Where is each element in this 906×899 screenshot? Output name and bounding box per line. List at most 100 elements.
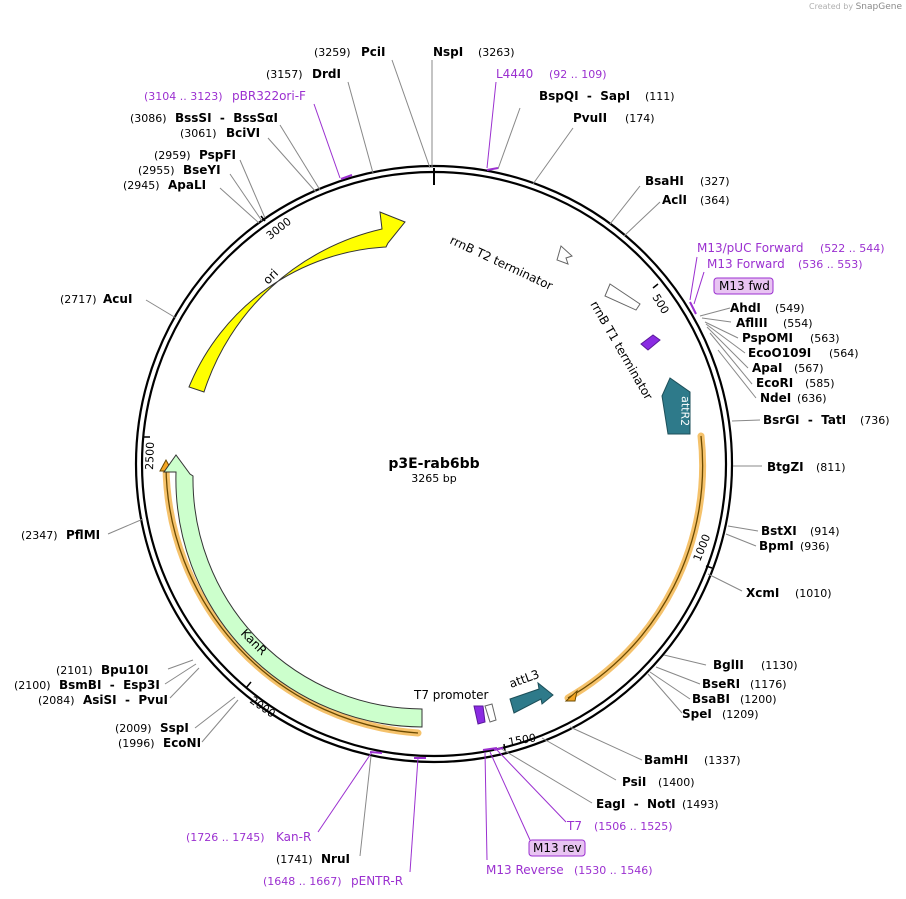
- enzyme-name-bcivi[interactable]: BciVI: [226, 126, 260, 140]
- enzyme-name-ahdi[interactable]: AhdI: [730, 301, 761, 315]
- enzyme-name-pcii[interactable]: PciI: [361, 45, 386, 59]
- enzyme-name-bamhi[interactable]: BamHI: [644, 753, 688, 767]
- tick-2000-mark: [245, 681, 252, 689]
- enzyme-name-bpu10i[interactable]: Bpu10I: [101, 663, 148, 677]
- enzyme-name-nrui[interactable]: NruI: [321, 852, 350, 866]
- enzyme-pos-bglii: (1130): [761, 659, 798, 672]
- feature-t7-promoter-arrow: [473, 705, 486, 725]
- enzyme-name-asisi[interactable]: AsiSI - PvuI: [83, 693, 168, 707]
- primer-badge-m13-rev-label: M13 rev: [533, 841, 582, 855]
- enzyme-name-bglii[interactable]: BglII: [713, 658, 744, 672]
- enzyme-name-bsssi[interactable]: BssSI - BssSαI: [175, 111, 278, 125]
- enzyme-name-pspomi[interactable]: PspOMI: [742, 331, 793, 345]
- primer-badge-m13-fwd-label: M13 fwd: [719, 279, 770, 293]
- enzyme-name-ndei[interactable]: NdeI: [760, 391, 791, 405]
- primer-name-t7[interactable]: T7: [566, 819, 582, 833]
- tick-1000-mark: [705, 565, 713, 569]
- enzyme-pos-pflmi: (2347): [21, 529, 58, 542]
- feature-attr2-arrow: [661, 377, 691, 435]
- enzyme-name-bsabi[interactable]: BsaBI: [692, 692, 730, 706]
- feature-rrnb-t1-label: rrnB T1 terminator: [587, 299, 655, 403]
- enzyme-pos-bsssi: (3086): [130, 112, 167, 125]
- enzyme-pos-xcmi: (1010): [795, 587, 832, 600]
- enzyme-name-sspi[interactable]: SspI: [160, 721, 189, 735]
- enzyme-name-bseyi[interactable]: BseYI: [183, 163, 221, 177]
- primer-range-m13-reverse: (1530 .. 1546): [574, 864, 653, 877]
- enzyme-pos-bsahi: (327): [700, 175, 730, 188]
- enzyme-name-bpmi[interactable]: BpmI: [759, 539, 794, 553]
- plasmid-length: 3265 bp: [411, 472, 456, 485]
- primer-name-pentr-r[interactable]: pENTR-R: [351, 874, 403, 888]
- enzyme-pos-spei: (1209): [722, 708, 759, 721]
- enzyme-name-pspfi[interactable]: PspFI: [199, 148, 236, 162]
- enzyme-pos-bsmbi: (2100): [14, 679, 51, 692]
- primer-name-kan-r[interactable]: Kan-R: [276, 830, 311, 844]
- enzyme-name-drdi[interactable]: DrdI: [312, 67, 341, 81]
- enzyme-name-bsahi[interactable]: BsaHI: [645, 174, 684, 188]
- enzyme-name-econi[interactable]: EcoNI: [163, 736, 201, 750]
- enzyme-name-ecori[interactable]: EcoRI: [756, 376, 793, 390]
- enzyme-name-acli[interactable]: AclI: [662, 193, 687, 207]
- enzyme-pos-apai: (567): [794, 362, 824, 375]
- enzyme-pos-sspi: (2009): [115, 722, 152, 735]
- tick-3000-mark: [260, 215, 266, 222]
- enzyme-name-spei[interactable]: SpeI: [682, 707, 712, 721]
- orf-left-line: [165, 465, 419, 734]
- primer-badge-m13-rev[interactable]: [528, 839, 586, 857]
- enzyme-name-afliii[interactable]: AflIII: [736, 316, 768, 330]
- enzyme-pos-pspomi: (563): [810, 332, 840, 345]
- feature-ori-arrow: [188, 211, 406, 393]
- enzyme-pos-pspfi: (2959): [154, 149, 191, 162]
- enzyme-pos-eagi: (1493): [682, 798, 719, 811]
- orf-left-highlight: [162, 462, 422, 737]
- plasmid-name: p3E-rab6bb: [388, 456, 479, 472]
- enzyme-name-apali[interactable]: ApaLI: [168, 178, 206, 192]
- enzyme-name-pvuii[interactable]: PvuII: [573, 111, 607, 125]
- tick-1500-mark: [503, 743, 506, 752]
- enzyme-name-bsrgi[interactable]: BsrGI - TatI: [763, 413, 846, 427]
- primer-name-m13-reverse[interactable]: M13 Reverse: [486, 863, 564, 877]
- primer-name-l4440[interactable]: L4440: [496, 67, 533, 81]
- feature-ori-label: ori: [260, 266, 281, 287]
- enzyme-name-eagi[interactable]: EagI - NotI: [596, 797, 676, 811]
- enzyme-pos-bstxi: (914): [810, 525, 840, 538]
- primer-range-m13-forward: (536 .. 553): [798, 258, 863, 271]
- enzyme-pos-drdi: (3157): [266, 68, 303, 81]
- feature-attr2-label: attR2: [678, 396, 692, 426]
- enzyme-pos-bspqi: (111): [645, 90, 675, 103]
- enzyme-name-bsmbi[interactable]: BsmBI - Esp3I: [59, 678, 160, 692]
- primer-name-m13-forward[interactable]: M13 Forward: [707, 257, 785, 271]
- enzyme-name-psii[interactable]: PsiI: [622, 775, 646, 789]
- primer-badge-m13-fwd[interactable]: [713, 277, 774, 295]
- feature-attl3-arrow: [509, 681, 554, 714]
- primer-range-t7: (1506 .. 1525): [594, 820, 673, 833]
- enzyme-name-xcmi[interactable]: XcmI: [746, 586, 779, 600]
- enzyme-pos-apali: (2945): [123, 179, 160, 192]
- feature-kanr-arrow: [163, 454, 423, 728]
- enzyme-pos-ecori: (585): [805, 377, 835, 390]
- primer-range-pentr-r: (1648 .. 1667): [263, 875, 342, 888]
- primer-name-m13-puc-forward[interactable]: M13/pUC Forward: [697, 241, 804, 255]
- enzyme-pos-ahdi: (549): [775, 302, 805, 315]
- enzyme-pos-bamhi: (1337): [704, 754, 741, 767]
- primer-name-pbr322ori-f[interactable]: pBR322ori-F: [232, 89, 306, 103]
- enzyme-name-acui[interactable]: AcuI: [103, 292, 132, 306]
- enzyme-pos-econi: (1996): [118, 737, 155, 750]
- tick-label-2000: 2000: [247, 694, 277, 721]
- tick-label-500: 500: [649, 292, 671, 317]
- enzyme-name-bstxi[interactable]: BstXI: [761, 524, 797, 538]
- enzyme-name-bseri[interactable]: BseRI: [702, 677, 740, 691]
- enzyme-name-apai[interactable]: ApaI: [752, 361, 782, 375]
- enzyme-name-ecoo109i[interactable]: EcoO109I: [748, 346, 811, 360]
- backbone-outer-circle: [134, 164, 734, 764]
- enzyme-name-pflmi[interactable]: PflMI: [66, 528, 100, 542]
- enzyme-name-nspi[interactable]: NspI: [433, 45, 463, 59]
- enzyme-pos-psii: (1400): [658, 776, 695, 789]
- enzyme-name-btgzi[interactable]: BtgZI: [767, 460, 804, 474]
- feature-rrnb-t2-label: rrnB T2 terminator: [448, 233, 555, 293]
- enzyme-pos-nrui: (1741): [276, 853, 313, 866]
- enzyme-name-bspqi[interactable]: BspQI - SapI: [539, 89, 630, 103]
- enzyme-pos-ndei: (636): [797, 392, 827, 405]
- feature-rrnb-t1-arrow: [604, 283, 641, 311]
